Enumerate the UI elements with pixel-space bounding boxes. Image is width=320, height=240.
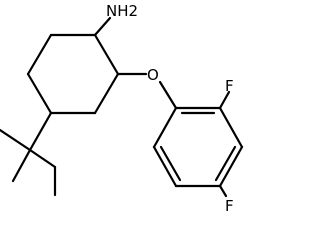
ring-bond-c2-c3 (93, 72, 120, 115)
ether-bond-aryl (158, 80, 178, 110)
aryl-bond-5-inner (159, 145, 182, 182)
aryl-bond-3 (218, 145, 244, 188)
fluorine-bond-top (218, 90, 231, 110)
methyl-bond-down (11, 148, 32, 183)
quaternary-carbon-bond (28, 111, 53, 152)
methyl-bond-left (0, 128, 32, 152)
ring-bond-c4-c5 (26, 72, 53, 115)
fluorine-bond-bottom (218, 184, 228, 198)
ring-bond-c1-c2 (93, 33, 120, 76)
molecule-drawing: NH2 O F F (0, 2, 244, 215)
fluorine-top-label: F (225, 77, 234, 95)
aryl-bond-3-inner (214, 145, 237, 182)
ring-bond-c5-c6 (26, 33, 53, 76)
amine-label: NH2 (106, 2, 138, 20)
ether-oxygen-label: O (147, 66, 159, 84)
structure-diagram: NH2 O F F (0, 2, 244, 215)
amine-bond (93, 16, 112, 37)
aryl-bond-5 (152, 145, 178, 188)
fluorine-bottom-label: F (225, 197, 234, 215)
ethyl-bond-1 (28, 148, 57, 169)
aryl-bond-2 (218, 106, 244, 149)
aryl-bond-6 (152, 106, 178, 149)
